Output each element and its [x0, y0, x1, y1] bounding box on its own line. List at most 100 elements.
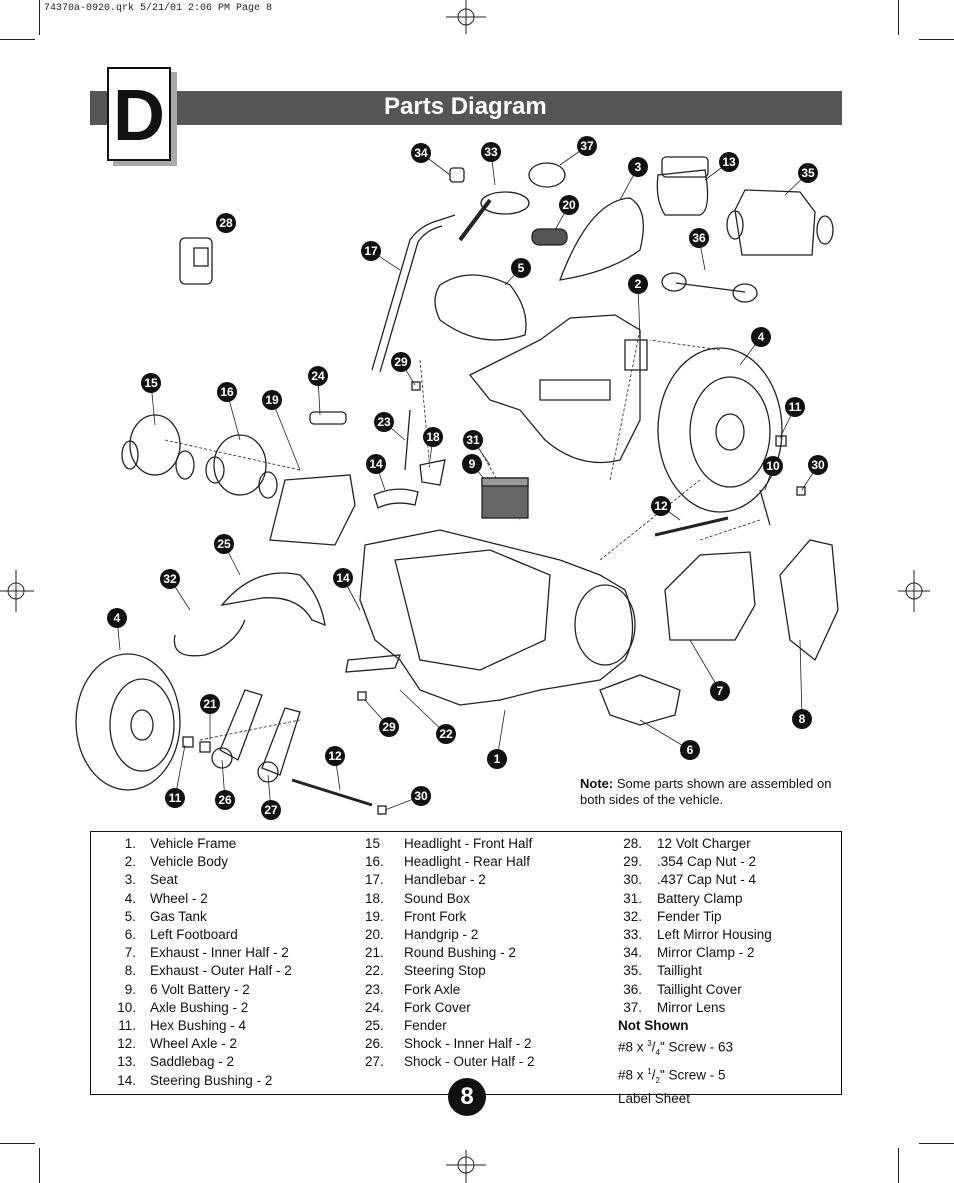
part-row: 36.Taillight Cover: [623, 981, 742, 997]
callout-17: 17: [361, 241, 381, 261]
not-shown-label-sheet: Label Sheet: [618, 1091, 691, 1107]
not-shown-heading: Not Shown: [618, 1018, 689, 1034]
part-row: 12.Wheel Axle - 2: [117, 1036, 238, 1052]
callout-12: 12: [325, 746, 345, 766]
crop-mark: [898, 1148, 899, 1183]
part-row: 11.Hex Bushing - 4: [118, 1018, 247, 1034]
crop-mark: [919, 39, 954, 40]
callout-14: 14: [366, 454, 386, 474]
callout-14: 14: [333, 568, 353, 588]
crop-mark: [39, 0, 40, 35]
part-row: 17.Handlebar - 2: [365, 872, 486, 888]
callout-16: 16: [217, 382, 237, 402]
part-row: 22.Steering Stop: [365, 963, 486, 979]
part-row: 1.Vehicle Frame: [124, 836, 237, 851]
callout-2: 2: [628, 274, 648, 294]
crop-mark: [919, 1143, 954, 1144]
print-slug: 74370a-0920.qrk 5/21/01 2:06 PM Page 8: [44, 3, 273, 14]
registration-mark: [446, 0, 486, 34]
callout-23: 23: [374, 412, 394, 432]
callout-8: 8: [792, 709, 812, 729]
part-row: 9.6 Volt Battery - 2: [124, 981, 250, 997]
page-title: Parts Diagram: [384, 93, 547, 120]
part-row: 27.Shock - Outer Half - 2: [365, 1054, 535, 1070]
callout-21: 21: [200, 694, 220, 714]
callout-7: 7: [710, 681, 730, 701]
part-row: 16.Headlight - Rear Half: [365, 854, 531, 870]
callout-26: 26: [215, 790, 235, 810]
parts-diagram: [75, 145, 839, 815]
parts-column-3: 28.12 Volt Charger 29..354 Cap Nut - 2 3…: [618, 835, 772, 1108]
parts-list: 1.Vehicle Frame 2.Vehicle Body 3.Seat 4.…: [90, 831, 842, 1106]
callout-18: 18: [423, 427, 443, 447]
callout-37: 37: [577, 136, 597, 156]
section-letter: D: [113, 76, 165, 156]
part-row: 35.Taillight: [623, 963, 703, 979]
part-row: 18.Sound Box: [365, 890, 471, 906]
note-text: Some parts shown are assembled on both s…: [580, 776, 832, 807]
callout-25: 25: [214, 534, 234, 554]
callout-29: 29: [379, 717, 399, 737]
part-row: 25.Fender: [365, 1018, 447, 1034]
callout-30: 30: [808, 455, 828, 475]
callout-4: 4: [107, 608, 127, 628]
callout-15: 15: [141, 373, 161, 393]
part-row: 19.Front Fork: [365, 908, 467, 924]
note-label: Note:: [580, 776, 614, 791]
part-row: 30..437 Cap Nut - 4: [623, 872, 757, 888]
part-row: 10.Axle Bushing - 2: [117, 999, 249, 1015]
part-row: 21.Round Bushing - 2: [365, 945, 516, 961]
callout-5: 5: [511, 258, 531, 278]
section-letter-box: D: [107, 67, 171, 161]
callout-28: 28: [216, 213, 236, 233]
callout-4: 4: [751, 327, 771, 347]
part-row: 14.Steering Bushing - 2: [117, 1072, 273, 1088]
not-shown-screw-2: #8 x 1/2" Screw - 5: [618, 1066, 726, 1085]
callout-13: 13: [719, 152, 739, 172]
part-row: 26.Shock - Inner Half - 2: [365, 1036, 532, 1052]
part-row: 29..354 Cap Nut - 2: [623, 854, 757, 870]
callout-20: 20: [559, 195, 579, 215]
page-number: 8: [448, 1078, 486, 1116]
callout-11: 11: [785, 397, 805, 417]
part-row: 4.Wheel - 2: [124, 890, 208, 906]
part-row: 28.12 Volt Charger: [623, 836, 751, 851]
registration-mark: [0, 570, 34, 612]
callout-31: 31: [463, 430, 483, 450]
callout-9: 9: [462, 454, 482, 474]
part-row: 24.Fork Cover: [365, 999, 471, 1015]
callout-33: 33: [481, 142, 501, 162]
part-row: 34.Mirror Clamp - 2: [623, 945, 755, 961]
callout-19: 19: [262, 390, 282, 410]
part-row: 20.Handgrip - 2: [365, 927, 479, 943]
registration-mark: [446, 1150, 486, 1183]
part-row: 8.Exhaust - Outer Half - 2: [124, 963, 292, 979]
crop-mark: [39, 1148, 40, 1183]
parts-column-1: 1.Vehicle Frame 2.Vehicle Body 3.Seat 4.…: [111, 835, 292, 1090]
header-bar: [90, 91, 842, 125]
part-row: 31.Battery Clamp: [623, 890, 743, 906]
crop-mark: [0, 39, 35, 40]
part-row: 33.Left Mirror Housing: [623, 927, 772, 943]
not-shown-screw-1: #8 x 3/4" Screw - 63: [618, 1039, 734, 1058]
callout-22: 22: [436, 724, 456, 744]
callout-27: 27: [261, 800, 281, 820]
part-row: 23.Fork Axle: [365, 981, 461, 997]
callout-10: 10: [763, 456, 783, 476]
crop-mark: [898, 0, 899, 35]
part-row: 7.Exhaust - Inner Half - 2: [124, 945, 289, 961]
callout-3: 3: [628, 157, 648, 177]
callout-11: 11: [165, 788, 185, 808]
assembly-note: Note: Some parts shown are assembled on …: [580, 776, 840, 808]
part-row: 37.Mirror Lens: [623, 999, 726, 1015]
registration-mark: [898, 570, 930, 612]
callout-6: 6: [680, 740, 700, 760]
part-row: 2.Vehicle Body: [124, 854, 229, 870]
callout-32: 32: [160, 569, 180, 589]
callout-24: 24: [308, 366, 328, 386]
callout-36: 36: [689, 228, 709, 248]
callout-12: 12: [651, 496, 671, 516]
part-row: 32.Fender Tip: [623, 908, 722, 924]
